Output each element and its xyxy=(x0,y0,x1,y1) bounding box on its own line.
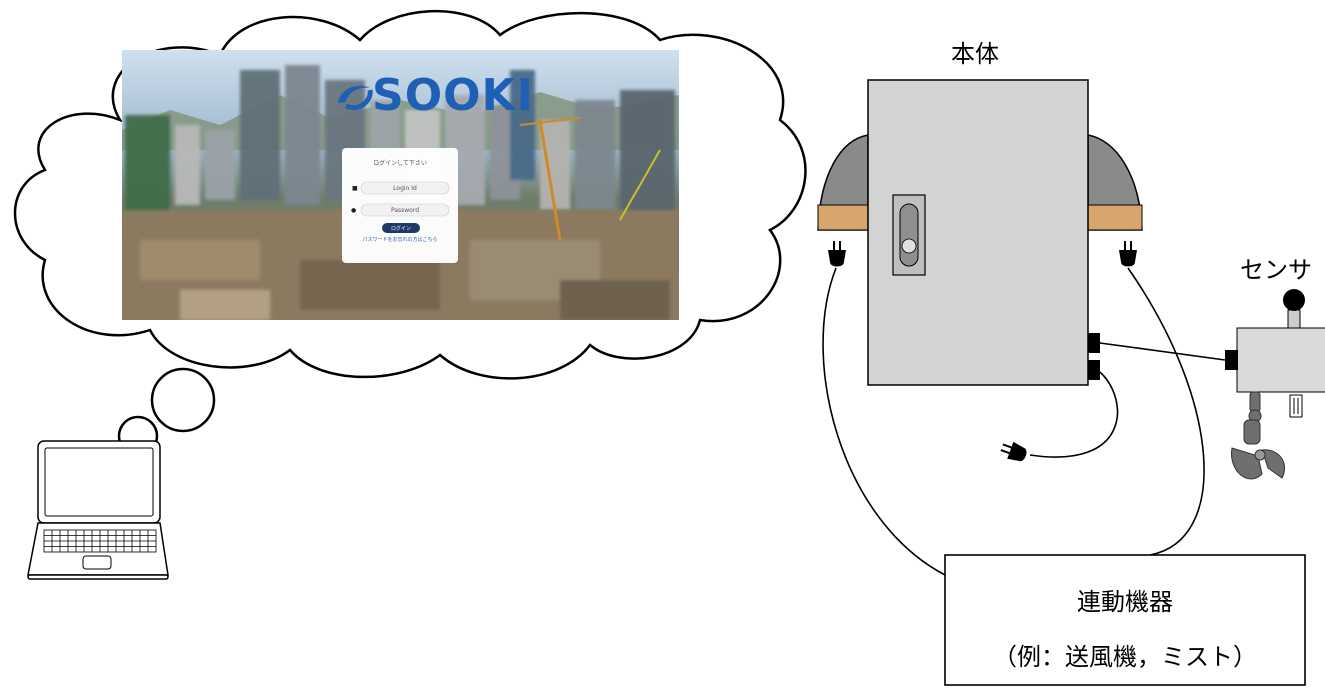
login-id-input[interactable] xyxy=(360,181,450,195)
login-button[interactable] xyxy=(382,223,420,233)
login-id-placeholder: Login Id xyxy=(393,185,417,192)
sensor-label: センサ xyxy=(1240,256,1312,284)
thought-bubble-large xyxy=(150,367,216,433)
body-unit xyxy=(817,79,1143,386)
cables xyxy=(822,267,1226,576)
right-cable xyxy=(1127,267,1205,556)
sooki-logo: SOOKI xyxy=(338,70,534,121)
laptop-icon xyxy=(27,440,169,580)
user-icon: ■ xyxy=(352,185,358,192)
login-button-label: ログイン xyxy=(391,225,411,232)
linked-device-example: （例：送風機，ミスト） xyxy=(993,643,1257,671)
forgot-password-link[interactable]: パスワードをお忘れの方はこちら xyxy=(362,236,437,243)
logo-text: SOOKI xyxy=(372,70,534,121)
right-vent xyxy=(1087,204,1143,231)
power-cable xyxy=(1029,371,1119,458)
login-card: ログインして下さい ■ Login Id ● Password ログイン パスワ… xyxy=(342,148,458,263)
login-screenshot: SOOKI ログインして下さい ■ Login Id ● Password ログ… xyxy=(122,50,679,320)
password-input[interactable] xyxy=(360,203,450,217)
body-unit-label: 本体 xyxy=(951,40,999,68)
sensor-cable xyxy=(1099,342,1226,361)
login-prompt: ログインして下さい xyxy=(373,159,427,167)
power-port xyxy=(1088,360,1100,380)
linked-device-box: 連動機器 （例：送風機，ミスト） xyxy=(944,554,1306,686)
password-placeholder: Password xyxy=(391,207,419,214)
left-plug-icon xyxy=(828,241,846,267)
linked-device-title: 連動機器 xyxy=(1077,588,1173,616)
right-plug-icon xyxy=(1119,241,1137,267)
loose-plug-icon xyxy=(1000,441,1027,462)
sensor-port xyxy=(1088,333,1100,353)
left-cable xyxy=(822,267,946,576)
clamp-mount xyxy=(1231,391,1285,480)
key-icon: ● xyxy=(351,207,356,214)
sensor-device xyxy=(1225,289,1325,480)
left-vent xyxy=(817,204,869,231)
